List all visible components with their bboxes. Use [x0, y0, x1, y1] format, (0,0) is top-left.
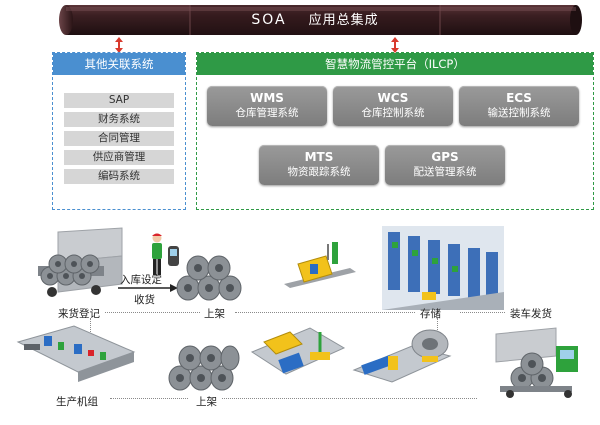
coil-stack-illustration — [176, 255, 242, 301]
label-storage: 存储 — [420, 308, 441, 320]
label-inbound-registration: 来货登记 — [58, 308, 100, 320]
system-item-contract: 合同管理 — [64, 131, 174, 146]
other-systems-list: SAP 财务系统 合同管理 供应商管理 编码系统 — [64, 93, 174, 188]
warehouse-racks-illustration — [382, 226, 504, 310]
ilcp-title: 智慧物流管控平台（ILCP） — [197, 53, 593, 75]
double-arrow-icon — [115, 37, 123, 53]
flow-line — [110, 398, 188, 399]
module-code: MTS — [304, 150, 334, 164]
label-loading-delivery: 装车发货 — [510, 308, 552, 320]
module-code: GPS — [431, 150, 459, 164]
soa-pipe: SOA 应用总集成 — [0, 3, 600, 37]
system-item-finance: 财务系统 — [64, 112, 174, 127]
double-arrow-icon — [391, 37, 399, 53]
crane-illustration — [284, 242, 356, 288]
system-item-sap: SAP — [64, 93, 174, 108]
production-line-illustration — [16, 325, 136, 382]
module-name: 仓库控制系统 — [361, 107, 425, 119]
other-systems-panel: 其他关联系统 SAP 财务系统 合同管理 供应商管理 编码系统 — [52, 52, 186, 210]
flow-line — [460, 312, 505, 313]
module-code: ECS — [506, 91, 532, 105]
module-code: WMS — [250, 91, 284, 105]
module-name: 配送管理系统 — [413, 166, 477, 178]
module-name: 物资跟踪系统 — [287, 166, 351, 178]
module-wms: WMS 仓库管理系统 — [207, 86, 327, 126]
module-name: 输送控制系统 — [487, 107, 551, 119]
coil-stack-illustration — [168, 345, 240, 391]
worker-scanner-illustration — [152, 233, 179, 275]
flow-line — [235, 312, 415, 313]
flow-arrow-icon — [118, 284, 178, 292]
soa-pipe-graphic — [59, 5, 582, 35]
module-name: 仓库管理系统 — [235, 107, 299, 119]
label-location-setting: 入库设定 — [120, 274, 162, 286]
module-wcs: WCS 仓库控制系统 — [333, 86, 453, 126]
label-shelving-top: 上架 — [204, 308, 225, 320]
label-production-unit: 生产机组 — [56, 396, 98, 408]
outbound-truck-illustration — [495, 327, 578, 398]
system-item-coding: 编码系统 — [64, 169, 174, 184]
flow-line — [90, 318, 91, 338]
integration-label: 应用总集成 — [308, 13, 379, 28]
module-mts: MTS 物资跟踪系统 — [259, 145, 379, 185]
transfer-car-illustration — [250, 327, 346, 375]
system-item-supplier: 供应商管理 — [64, 150, 174, 165]
flow-line — [437, 318, 438, 330]
inbound-truck-illustration — [38, 227, 123, 297]
conveyor-coil-illustration — [352, 329, 452, 383]
module-code: WCS — [377, 91, 409, 105]
flow-line — [105, 312, 200, 313]
module-ecs: ECS 输送控制系统 — [459, 86, 579, 126]
module-gps: GPS 配送管理系统 — [385, 145, 505, 185]
other-systems-title: 其他关联系统 — [53, 53, 185, 75]
ilcp-panel: 智慧物流管控平台（ILCP） WMS 仓库管理系统 WCS 仓库控制系统 ECS… — [196, 52, 594, 210]
soa-pipe-text: SOA 应用总集成 — [190, 3, 440, 37]
flow-line — [222, 398, 477, 399]
soa-label: SOA — [251, 12, 287, 28]
label-receiving: 收货 — [134, 294, 155, 306]
label-shelving-bottom: 上架 — [196, 396, 217, 408]
